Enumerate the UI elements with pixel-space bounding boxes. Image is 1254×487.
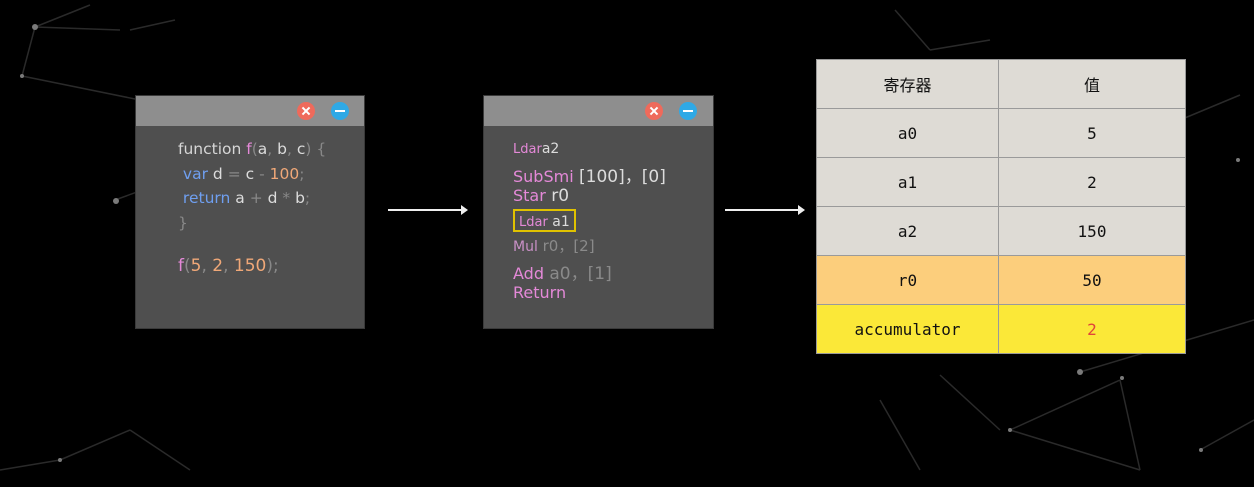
- code-token: -: [259, 164, 270, 183]
- window-title-bar: [136, 96, 364, 126]
- bytecode-operands: r0: [545, 186, 570, 207]
- register-value: 50: [998, 255, 1186, 305]
- arrow-bytecode-to-registers: [725, 205, 805, 215]
- bytecode-line: SubSmi [100]，[0]: [513, 162, 666, 187]
- bytecode-opcode: Return: [513, 283, 567, 303]
- window-title-bar: [484, 96, 713, 126]
- close-icon[interactable]: [645, 102, 663, 120]
- close-icon[interactable]: [297, 102, 315, 120]
- code-line: }: [178, 214, 188, 232]
- code-token: +: [249, 189, 268, 207]
- bytecode-operands: a2: [541, 141, 560, 157]
- register-name: r0: [816, 255, 999, 305]
- source-code-window: function f(a, b, c) { var d = c - 100; r…: [136, 96, 364, 328]
- code-token: c: [245, 164, 260, 183]
- code-token: );: [266, 256, 279, 276]
- code-token: 100: [269, 164, 300, 183]
- code-token: (: [251, 140, 258, 158]
- bytecode-line: Star r0: [513, 186, 569, 206]
- register-value: 5: [998, 108, 1186, 158]
- code-token: }: [178, 213, 188, 232]
- minimize-icon[interactable]: [331, 102, 349, 120]
- code-line: f(5, 2, 150);: [178, 256, 279, 276]
- code-token: 5: [190, 256, 202, 276]
- register-value: 2: [998, 157, 1186, 207]
- register-name: accumulator: [816, 304, 999, 354]
- header-register: 寄存器: [816, 59, 999, 109]
- bytecode-opcode: SubSmi: [513, 167, 574, 187]
- bytecode-opcode: Ldar: [513, 142, 542, 157]
- register-name: a1: [816, 157, 999, 207]
- code-token: (: [184, 256, 191, 276]
- header-value: 值: [998, 59, 1186, 109]
- code-token: a: [235, 189, 250, 207]
- register-name: a0: [816, 108, 999, 158]
- bytecode-operands: a1: [547, 213, 570, 230]
- code-line: function f(a, b, c) {: [178, 140, 326, 158]
- code-token: 150: [233, 256, 267, 276]
- code-token: a: [257, 140, 268, 158]
- code-token: f: [178, 256, 184, 276]
- code-token: 2: [212, 256, 224, 276]
- code-token: ) {: [305, 140, 327, 158]
- code-line: var d = c - 100;: [178, 164, 305, 183]
- code-token: d: [212, 164, 228, 183]
- code-token: c: [296, 140, 306, 158]
- code-token: b: [277, 140, 287, 158]
- code-token: return: [178, 189, 236, 207]
- bytecode-line: Add a0，[1]: [513, 259, 612, 284]
- bytecode-opcode: Mul: [513, 238, 538, 255]
- bytecode-operands: [100]，[0]: [573, 167, 666, 188]
- code-line: return a + d * b;: [178, 189, 310, 207]
- bytecode-line: Mul r0，[2]: [513, 235, 595, 256]
- register-value: 150: [998, 206, 1186, 256]
- code-token: function: [178, 140, 247, 158]
- minimize-icon[interactable]: [679, 102, 697, 120]
- code-token: *: [282, 189, 296, 207]
- bytecode-opcode: Star: [513, 186, 546, 206]
- register-name: a2: [816, 206, 999, 256]
- arrow-source-to-bytecode: [388, 205, 468, 215]
- bytecode-line: Return: [513, 283, 566, 303]
- code-token: ,: [286, 140, 297, 158]
- bytecode-operands: r0，[2]: [537, 236, 595, 255]
- code-token: ,: [201, 256, 213, 276]
- bytecode-line: Ldara2: [513, 138, 559, 157]
- code-token: ;: [299, 164, 305, 183]
- table-header-row: 寄存器 值: [816, 59, 1186, 109]
- bytecode-opcode: Add: [513, 264, 544, 283]
- bytecode-operands: a0，[1]: [543, 264, 612, 284]
- bytecode-line-current: Ldar a1: [513, 208, 576, 232]
- current-instruction-highlight: Ldar a1: [513, 208, 576, 232]
- bytecode-opcode: Ldar: [519, 214, 548, 230]
- code-token: ;: [304, 189, 311, 207]
- code-token: f: [246, 140, 252, 158]
- code-token: ,: [223, 256, 234, 276]
- register-value: 2: [998, 304, 1186, 354]
- code-token: d: [267, 189, 283, 207]
- code-token: b: [295, 189, 305, 207]
- code-token: =: [227, 164, 246, 183]
- code-token: var: [178, 164, 213, 183]
- code-token: ,: [267, 140, 278, 158]
